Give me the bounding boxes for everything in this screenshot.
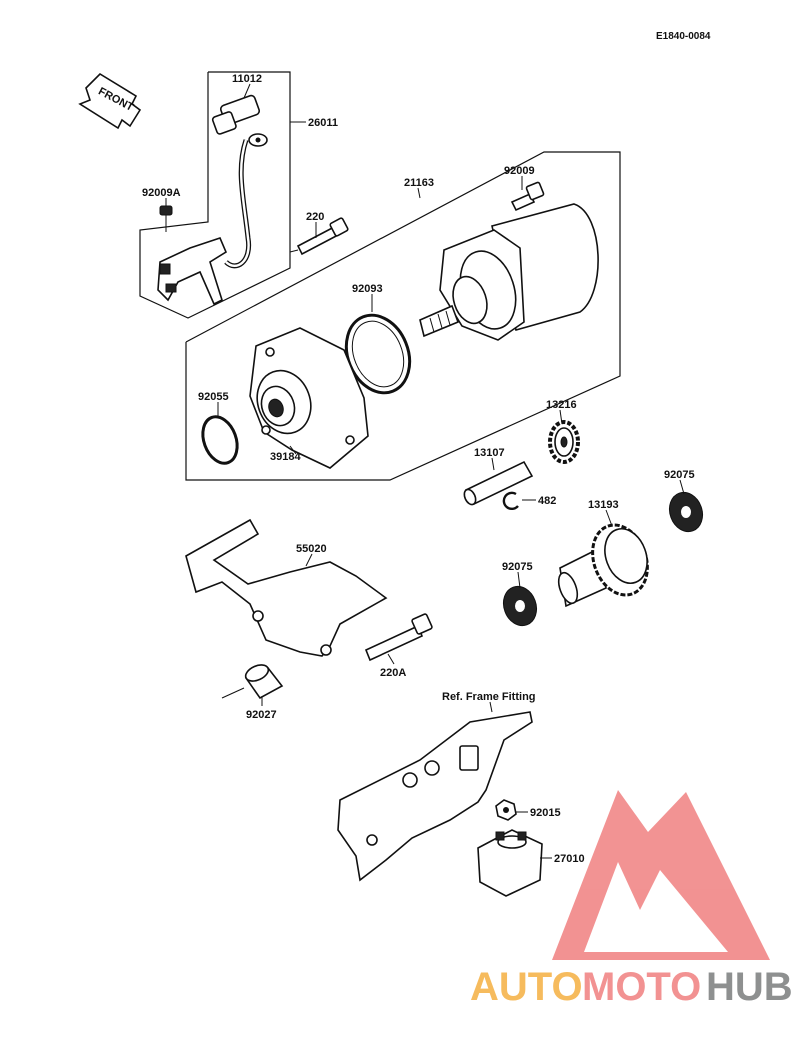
watermark-auto: AUTO — [470, 965, 583, 1009]
label-482: 482 — [538, 495, 556, 507]
part-labels: 11012 26011 92009A 21163 92009 220 92093… — [142, 73, 695, 865]
label-39184: 39184 — [270, 451, 301, 463]
gear-13216 — [548, 420, 580, 464]
watermark-moto: MOTO — [582, 965, 701, 1009]
frame-fitting-bracket — [337, 711, 533, 882]
label-13216: 13216 — [546, 399, 577, 411]
label-220A: 220A — [380, 667, 406, 679]
cable-group-outline — [139, 71, 291, 319]
label-92009A: 92009A — [142, 187, 181, 199]
shaft-13107 — [463, 460, 534, 506]
bolt-92009A — [159, 205, 173, 232]
label-92075-top: 92075 — [664, 469, 695, 481]
cover-55020 — [185, 518, 388, 657]
label-92009: 92009 — [504, 165, 535, 177]
starter-cable — [211, 94, 268, 269]
label-55020: 55020 — [296, 543, 327, 555]
label-27010: 27010 — [554, 853, 585, 865]
starter-relay-27010 — [477, 829, 543, 897]
diagram-code: E1840-0084 — [656, 31, 711, 42]
label-92093: 92093 — [352, 283, 383, 295]
circlip-482 — [502, 491, 519, 511]
ref-frame-fitting: Ref. Frame Fitting — [442, 691, 536, 703]
label-92027: 92027 — [246, 709, 277, 721]
bolt-220 — [289, 217, 349, 256]
watermark-triangle-icon — [552, 790, 770, 960]
label-26011: 26011 — [308, 117, 338, 129]
o-ring-92055 — [201, 415, 239, 465]
terminal-bracket — [157, 237, 228, 306]
starter-clutch-13193 — [557, 523, 649, 608]
bolt-220A — [364, 613, 433, 662]
label-92015: 92015 — [530, 807, 561, 819]
label-11012: 11012 — [232, 73, 262, 85]
nut-92015 — [495, 799, 517, 821]
label-92055: 92055 — [198, 391, 229, 403]
leader-lines — [165, 83, 685, 859]
watermark-hub: HUB — [706, 965, 793, 1009]
front-arrow: FRONT — [78, 72, 142, 130]
starter-group-outline — [185, 151, 621, 481]
label-13107: 13107 — [474, 447, 505, 459]
label-92075-bottom: 92075 — [502, 561, 533, 573]
label-21163: 21163 — [404, 177, 434, 189]
washer-92075-bottom — [502, 585, 538, 627]
label-13193: 13193 — [588, 499, 619, 511]
washer-92075-top — [668, 491, 704, 533]
starter-motor — [419, 203, 599, 341]
label-220: 220 — [306, 211, 324, 223]
end-cover — [249, 327, 369, 469]
automotohub-watermark: AUTO MOTO HUB — [470, 790, 793, 1009]
bolt-92009 — [510, 181, 545, 212]
collar-92027 — [221, 664, 284, 700]
